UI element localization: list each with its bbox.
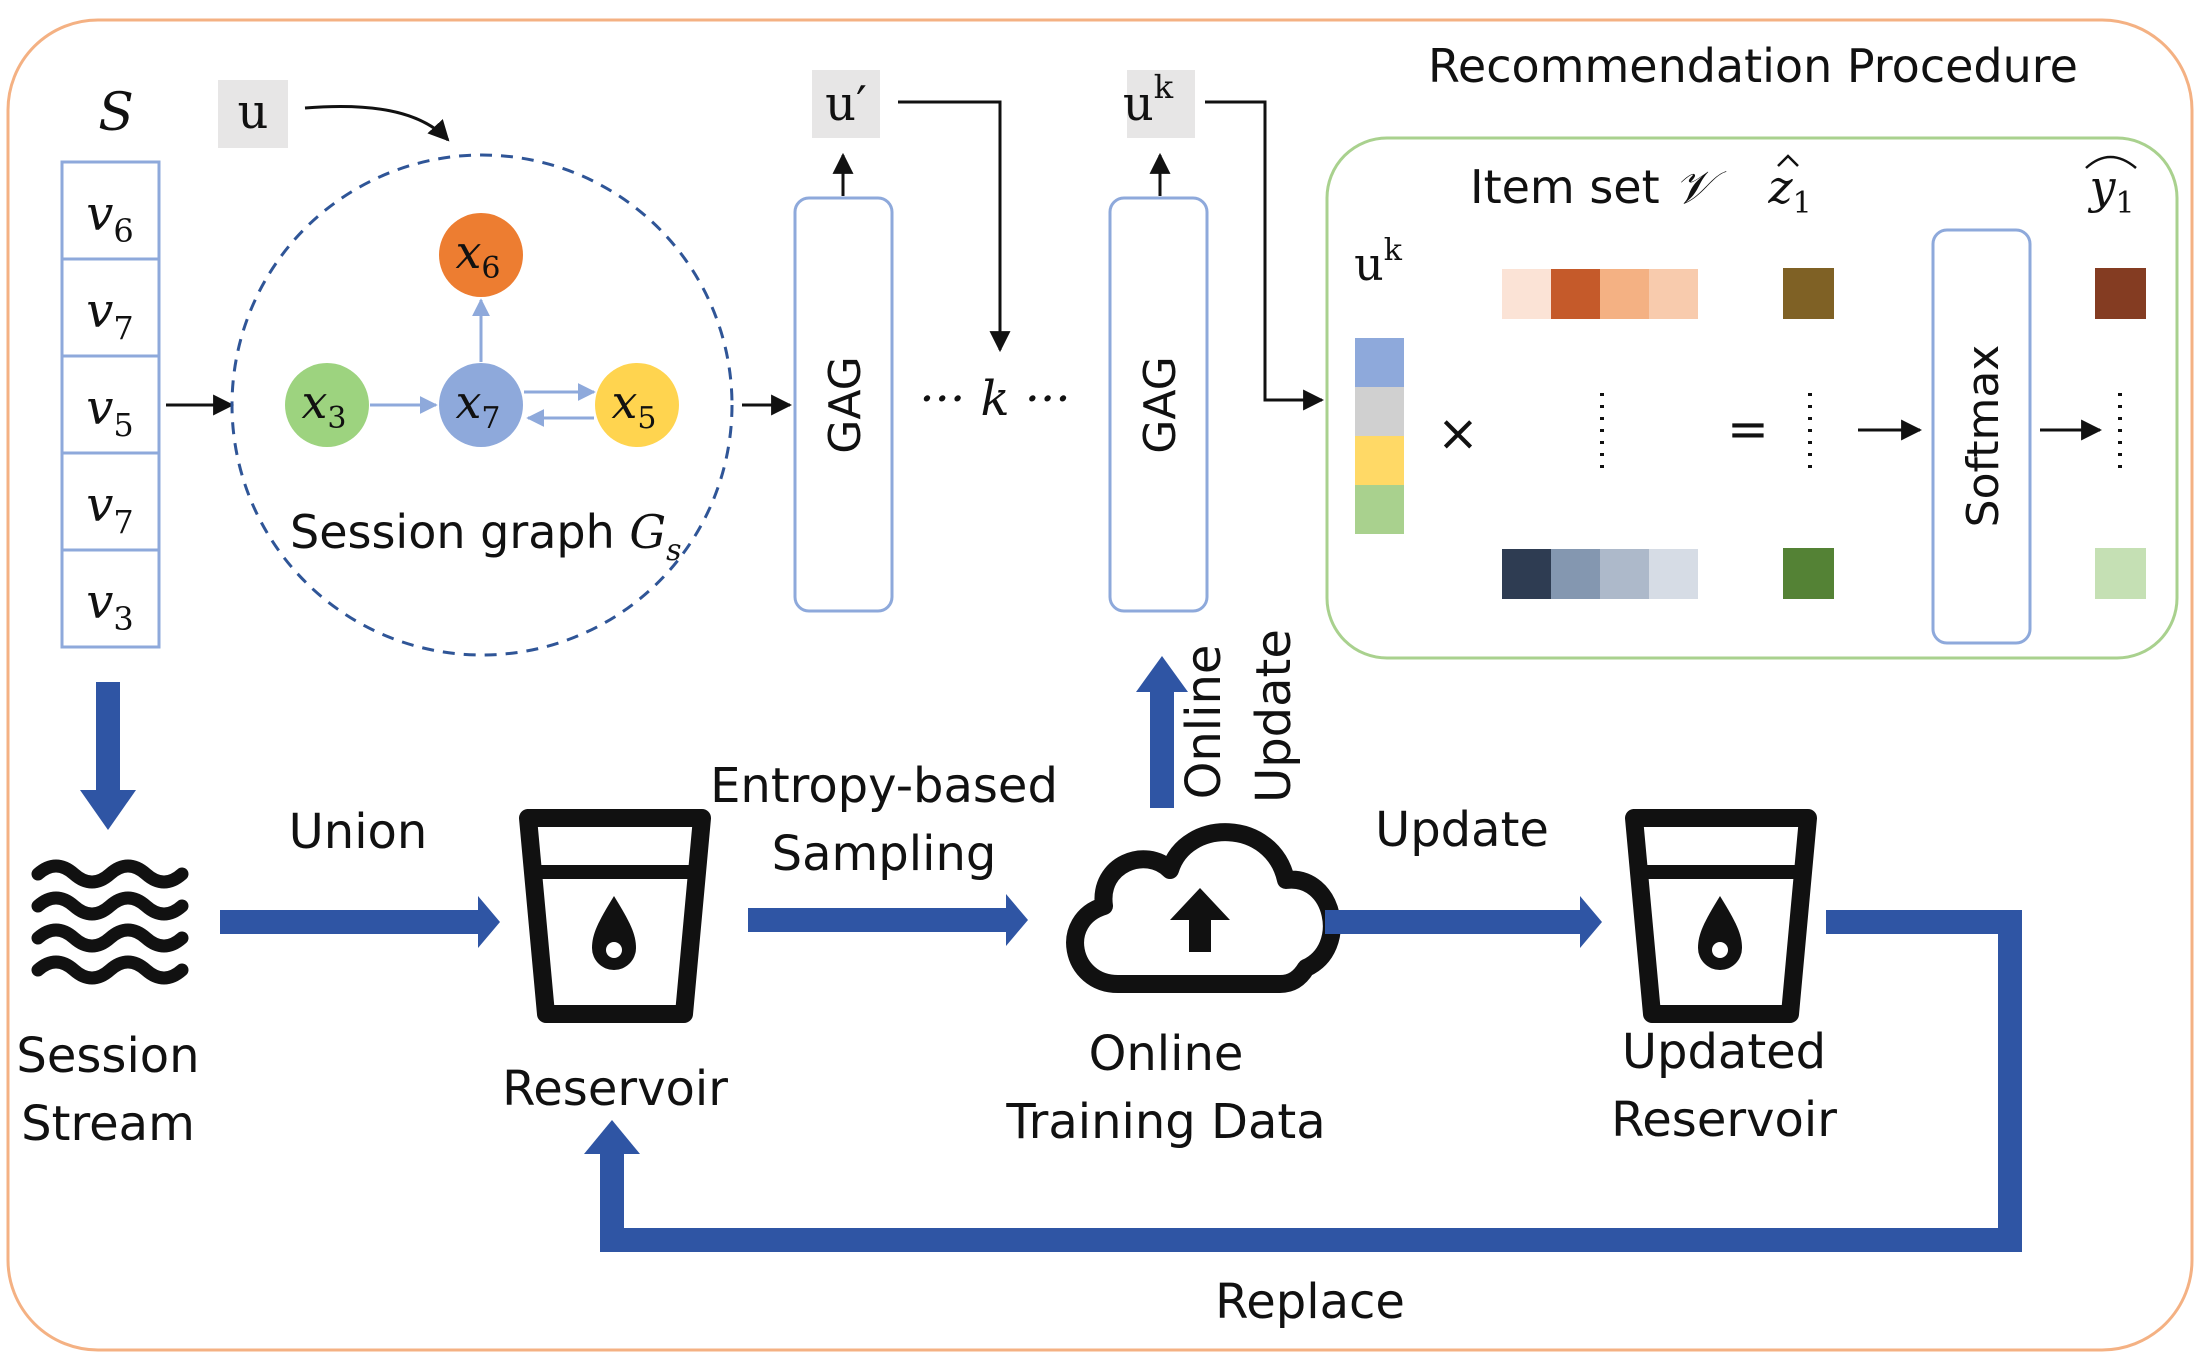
user-embedding-cell (1355, 436, 1404, 485)
cloud-upload-icon (1066, 823, 1341, 993)
u-prime-label: u′ (825, 76, 867, 132)
item-embedding-cell (1551, 269, 1600, 319)
session-graph-label: Session graph Gs (290, 505, 682, 568)
updated-reservoir-cup-icon (1625, 809, 1817, 1023)
online-update-arrow-shaft (1150, 690, 1174, 808)
y-hat-label: y1 (2087, 160, 2134, 221)
graph-node-x3 (285, 363, 369, 447)
online-update-arrow-head (1136, 656, 1188, 692)
graph-node-x5 (595, 363, 679, 447)
sampling-label-line1: Entropy-based (710, 758, 1058, 814)
user-to-graph-arrow (304, 105, 450, 142)
sequence-to-stream-arrow-head (80, 790, 136, 830)
union-label: Union (289, 804, 428, 860)
y-prob-bottom (2095, 548, 2146, 599)
online-training-label-line1: Online (1089, 1026, 1244, 1082)
z-score-bottom (1783, 548, 1834, 599)
user-embedding-cell (1355, 485, 1404, 534)
sampling-label-line2: Sampling (772, 826, 997, 882)
updated-reservoir-label-line2: Reservoir (1611, 1092, 1837, 1148)
z-hat-label: z1 (1767, 160, 1811, 221)
z-hat-accent (1777, 154, 1799, 167)
sequence-label: S (98, 83, 134, 143)
item-embedding-top-row (1502, 269, 1698, 319)
session-stream-label-line2: Stream (21, 1096, 195, 1152)
sequence-item: v7 (86, 283, 133, 347)
online-update-label-line1: Online (1176, 645, 1232, 800)
update-arrow-shaft (1325, 910, 1583, 934)
uk-panel-label: uk (1354, 233, 1403, 291)
replace-loop-arrow-head (584, 1120, 640, 1154)
session-stream-label-line1: Session (16, 1028, 199, 1084)
replace-label: Replace (1215, 1274, 1405, 1330)
sampling-arrow-shaft (748, 908, 1008, 932)
graph-node-x5-label: x5 (611, 375, 656, 436)
sequence-item: v7 (86, 477, 133, 541)
uk-to-recommender-arrow (1205, 100, 1325, 411)
sequence-item: v3 (86, 574, 133, 638)
item-embedding-cell (1551, 549, 1600, 599)
gag-block-k (1108, 196, 1209, 613)
uprime-to-repeat-arrow (898, 100, 1011, 353)
union-arrow-head (478, 896, 500, 948)
update-label: Update (1375, 802, 1549, 858)
sequence-item: v6 (86, 186, 133, 250)
multiply-sign: × (1437, 404, 1479, 462)
reservoir-label: Reservoir (502, 1061, 728, 1117)
item-embedding-cell (1600, 269, 1649, 319)
item-embedding-cell (1600, 549, 1649, 599)
sequence-to-stream-arrow-shaft (96, 682, 120, 792)
user-embedding-column (1355, 338, 1404, 534)
item-embedding-cell (1649, 269, 1698, 319)
recommendation-panel (1325, 136, 2179, 660)
item-embedding-bottom-row (1502, 549, 1698, 599)
user-vector-label: u (238, 84, 269, 140)
softmax-block (1931, 228, 2032, 645)
gag-block-1 (793, 196, 894, 613)
y-hat-accent (2085, 155, 2137, 169)
user-embedding-cell (1355, 387, 1404, 436)
gag-block-1-label: GAG (820, 356, 871, 454)
session-graph-boundary (230, 153, 734, 657)
updated-reservoir-label-line1: Updated (1622, 1024, 1826, 1080)
sequence-item: v5 (86, 380, 133, 444)
user-embedding-cell (1355, 338, 1404, 387)
user-vector-box (218, 80, 288, 148)
equals-sign: = (1727, 400, 1769, 458)
graph-node-x6 (439, 213, 523, 297)
outer-frame (6, 18, 2194, 1352)
waves-icon (31, 859, 189, 985)
item-set-label: Item set 𝒱 (1470, 160, 1727, 214)
update-arrow-head (1580, 896, 1602, 948)
z-score-top (1783, 268, 1834, 319)
item-embedding-cell (1502, 269, 1551, 319)
graph-node-x7-label: x7 (455, 375, 500, 436)
procedure-title: Recommendation Procedure (1428, 39, 2078, 93)
online-training-label-line2: Training Data (1005, 1094, 1325, 1150)
sampling-arrow-head (1006, 894, 1028, 946)
graph-node-x7 (439, 363, 523, 447)
reservoir-cup-icon (519, 809, 711, 1023)
union-arrow-shaft (220, 910, 480, 934)
replace-loop-arrow (600, 910, 2022, 1252)
gag-repeat-label: ··· k ··· (919, 371, 1070, 427)
y-prob-top (2095, 268, 2146, 319)
graph-node-x6-label: x6 (455, 225, 500, 286)
softmax-label: Softmax (1958, 345, 2009, 528)
u-k-box (1127, 70, 1195, 138)
graph-node-x3-label: x3 (301, 375, 346, 436)
sequence-list: v6 v7 v5 v7 v3 (60, 160, 161, 649)
item-embedding-cell (1649, 549, 1698, 599)
online-update-label-line2: Update (1246, 629, 1302, 803)
gag-block-k-label: GAG (1135, 356, 1186, 454)
item-embedding-cell (1502, 549, 1551, 599)
u-k-label: uk (1123, 68, 1174, 132)
u-prime-box (812, 70, 880, 138)
